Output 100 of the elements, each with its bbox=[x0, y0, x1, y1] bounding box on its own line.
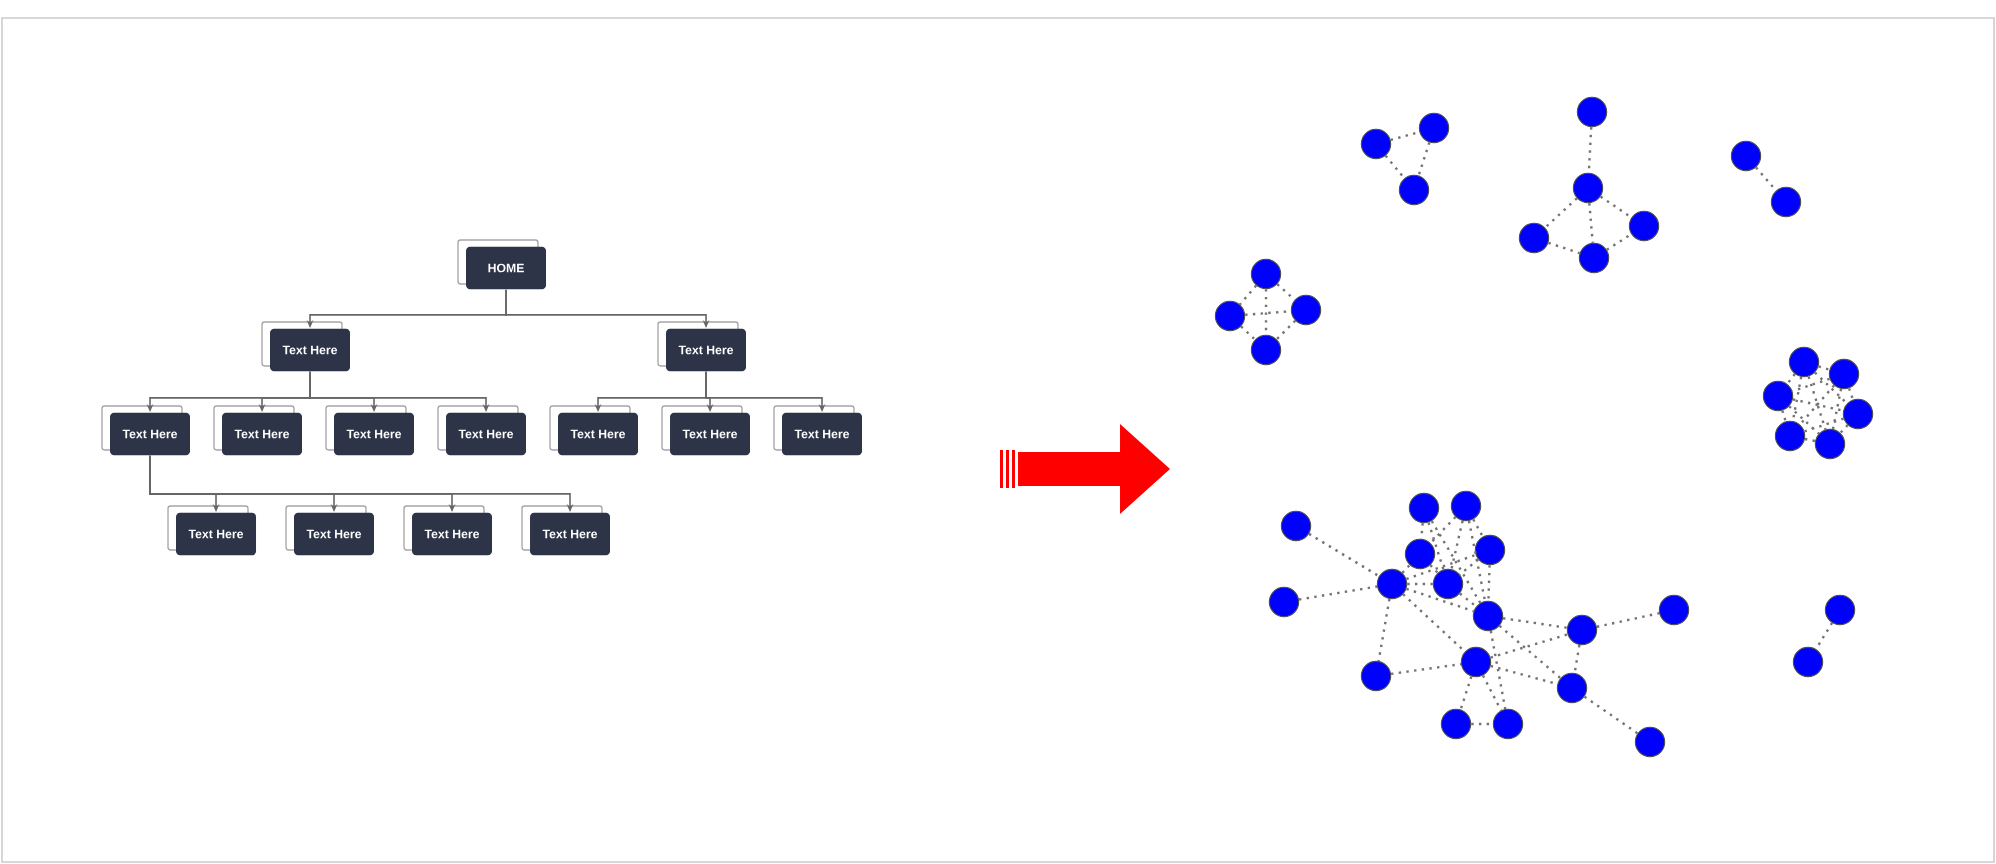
graph-node bbox=[1572, 172, 1604, 204]
graph-node bbox=[1788, 346, 1820, 378]
graph-edge bbox=[1450, 520, 1464, 570]
graph-edge bbox=[1487, 565, 1491, 601]
graph-edge bbox=[1804, 417, 1844, 433]
graph-edge bbox=[1390, 662, 1462, 676]
graph-node bbox=[1460, 646, 1492, 678]
graph-node bbox=[1762, 380, 1794, 412]
graph-node bbox=[1578, 242, 1610, 274]
graph-edge bbox=[1599, 195, 1633, 219]
graph-edge bbox=[1402, 593, 1466, 653]
graph-node bbox=[1774, 420, 1806, 452]
graph-edge bbox=[1786, 373, 1796, 385]
graph-edge bbox=[1417, 142, 1431, 176]
graph-node bbox=[1360, 660, 1392, 692]
graph-edge bbox=[1407, 582, 1433, 586]
graph-edge bbox=[1792, 377, 1830, 393]
graph-edge bbox=[1384, 154, 1406, 180]
graph-edge bbox=[1489, 630, 1507, 710]
graph-edge bbox=[1588, 203, 1594, 243]
graph-node bbox=[1250, 334, 1282, 366]
graph-edge bbox=[1481, 674, 1503, 712]
graph-node bbox=[1450, 490, 1482, 522]
graph-edge bbox=[1490, 633, 1568, 659]
graph-edge bbox=[1420, 523, 1424, 539]
graph-edge bbox=[1264, 289, 1268, 335]
graph-node bbox=[1566, 614, 1598, 646]
graph-node bbox=[1214, 300, 1246, 332]
graph-node bbox=[1658, 594, 1690, 626]
graph-edge bbox=[1799, 384, 1835, 426]
graph-edge bbox=[1839, 424, 1849, 434]
graph-node bbox=[1432, 568, 1464, 600]
graph-edge bbox=[1459, 558, 1479, 576]
graph-edge bbox=[1459, 676, 1473, 710]
graph-edge bbox=[1245, 310, 1291, 316]
graph-edge bbox=[1847, 387, 1855, 401]
graph-edge bbox=[1544, 197, 1578, 229]
graph-edge bbox=[1490, 664, 1558, 686]
graph-edge bbox=[1583, 695, 1639, 735]
graph-edge bbox=[1429, 516, 1457, 544]
graph-node bbox=[1814, 428, 1846, 460]
graph-edge bbox=[1755, 166, 1777, 192]
graph-node bbox=[1404, 538, 1436, 570]
graph-edge bbox=[1814, 622, 1834, 650]
graph-edge bbox=[1814, 371, 1848, 405]
graph-node bbox=[1518, 222, 1550, 254]
graph-node bbox=[1730, 140, 1762, 172]
graph-edge bbox=[1276, 283, 1296, 301]
graph-node bbox=[1824, 594, 1856, 626]
graph-edge bbox=[1502, 617, 1568, 629]
graph-node bbox=[1828, 358, 1860, 390]
graph-node bbox=[1472, 600, 1504, 632]
graph-edge bbox=[1548, 241, 1580, 255]
graph-edge bbox=[1240, 325, 1256, 341]
graph-edge bbox=[1390, 130, 1420, 142]
graph-node bbox=[1418, 112, 1450, 144]
graph-edge bbox=[1818, 365, 1830, 371]
graph-edge bbox=[1377, 598, 1391, 662]
graph-node bbox=[1360, 128, 1392, 160]
graph-node bbox=[1280, 510, 1312, 542]
graph-edge bbox=[1308, 532, 1380, 578]
graph-edge bbox=[1429, 564, 1439, 574]
graph-edge bbox=[1498, 625, 1562, 680]
graph-node bbox=[1250, 258, 1282, 290]
graph-edge bbox=[1401, 564, 1411, 574]
graph-node bbox=[1770, 186, 1802, 218]
graph-edge bbox=[1792, 398, 1844, 412]
graph-edge bbox=[1406, 553, 1477, 581]
graph-node bbox=[1792, 646, 1824, 678]
graph-edge bbox=[1788, 405, 1820, 435]
graph-edge bbox=[1467, 520, 1487, 602]
graph-edge bbox=[1606, 233, 1632, 251]
graph-edge bbox=[1791, 376, 1803, 422]
graph-edge bbox=[1459, 592, 1477, 608]
graph-node bbox=[1576, 96, 1608, 128]
graph-edge bbox=[1427, 522, 1445, 570]
graph-node bbox=[1474, 534, 1506, 566]
graph-edge bbox=[1239, 284, 1258, 306]
graph-node bbox=[1290, 294, 1322, 326]
graph-edge bbox=[1471, 722, 1493, 726]
graph-edge bbox=[1831, 388, 1843, 430]
graph-edge bbox=[1587, 127, 1593, 173]
graph-node bbox=[1408, 492, 1440, 524]
graph-edge bbox=[1596, 612, 1660, 628]
graph-node bbox=[1268, 586, 1300, 618]
graph-edge bbox=[1406, 587, 1474, 613]
graph-node bbox=[1492, 708, 1524, 740]
graph-node bbox=[1628, 210, 1660, 242]
graph-edge bbox=[1298, 585, 1378, 601]
graph-edge bbox=[1573, 644, 1581, 674]
graph-node bbox=[1556, 672, 1588, 704]
graph-edge bbox=[1804, 437, 1816, 443]
graph-node bbox=[1376, 568, 1408, 600]
graph-edge bbox=[1430, 520, 1482, 604]
graph-node bbox=[1440, 708, 1472, 740]
graph-edge bbox=[1275, 319, 1297, 341]
graph-edge bbox=[1807, 376, 1827, 430]
graph-node bbox=[1398, 174, 1430, 206]
graph-node bbox=[1842, 398, 1874, 430]
graph-edge bbox=[1472, 518, 1484, 538]
